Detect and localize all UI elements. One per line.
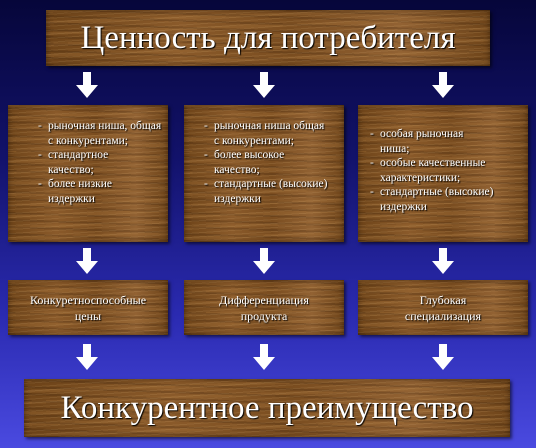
column-3-box: особая рыночная ниша; особые качественны…	[358, 105, 528, 242]
arrow-down-icon	[76, 248, 98, 274]
column-3-item: особые качественные характеристики;	[368, 156, 510, 185]
result-box-2: Дифференциация продукта	[184, 280, 344, 335]
column-2-item: стандартные (высокие) издержки	[202, 177, 344, 206]
result-label: Конкуретноспособные цены	[29, 292, 147, 323]
arrow-down-icon	[76, 344, 98, 370]
bottom-title: Конкурентное преимущество	[60, 389, 474, 426]
arrow-down-icon	[76, 72, 98, 98]
arrow-down-icon	[253, 248, 275, 274]
column-3-item: стандартные (высокие) издержки	[368, 185, 510, 214]
column-2-item: рыночная ниша общая с конкурентами;	[202, 119, 344, 148]
result-label: Дифференциация продукта	[219, 292, 309, 323]
column-1-box: рыночная ниша, общая с конкурентами; ста…	[8, 105, 168, 242]
result-box-3: Глубокая специализация	[358, 280, 528, 335]
result-box-1: Конкуретноспособные цены	[8, 280, 168, 335]
column-2-item: более высокое качество;	[202, 148, 309, 177]
top-title: Ценность для потребителя	[80, 19, 456, 56]
arrow-down-icon	[432, 344, 454, 370]
arrow-down-icon	[432, 248, 454, 274]
column-1-item: более низкие издержки	[36, 177, 138, 206]
column-1-item: рыночная ниша, общая с конкурентами;	[36, 119, 161, 148]
top-title-box: Ценность для потребителя	[46, 10, 490, 66]
result-label: Глубокая специализация	[404, 292, 482, 323]
arrow-down-icon	[432, 72, 454, 98]
column-3-item: особая рыночная ниша;	[368, 127, 495, 156]
column-1-item: стандартное качество;	[36, 148, 128, 177]
column-2-box: рыночная ниша общая с конкурентами; боле…	[184, 105, 344, 242]
arrow-down-icon	[253, 72, 275, 98]
bottom-title-box: Конкурентное преимущество	[24, 379, 510, 437]
arrow-down-icon	[253, 344, 275, 370]
